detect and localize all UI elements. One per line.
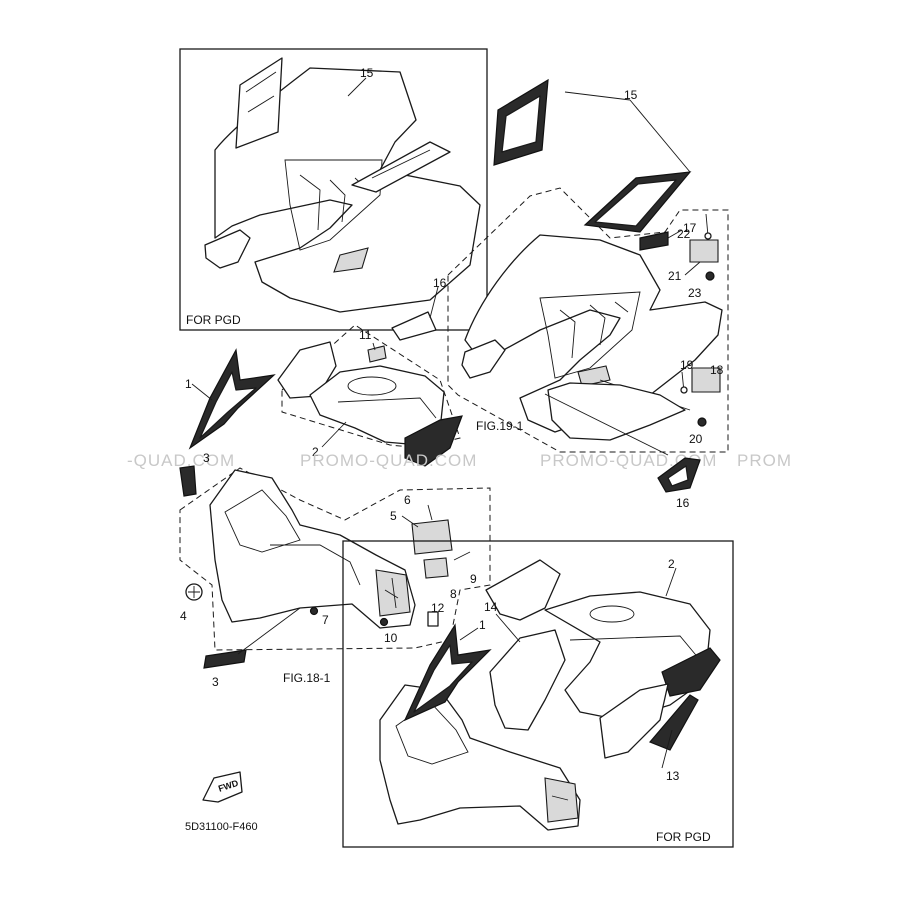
watermark-band: -QUAD.COM PROMO-QUAD.COM PROMO-QUAD.COM … bbox=[127, 451, 792, 470]
callout-4: 4 bbox=[180, 609, 187, 623]
watermark-segment-2: PROMO-QUAD.COM bbox=[300, 451, 477, 470]
callout-2-lower: 2 bbox=[668, 557, 675, 571]
callout-3-lower: 3 bbox=[212, 675, 219, 689]
pgd-box-bottom-right: 1 2 14 13 FOR PGD bbox=[342, 540, 734, 848]
fig-18-ref: FIG.18-1 bbox=[283, 671, 331, 685]
callout-21: 21 bbox=[668, 269, 682, 283]
callout-16-lower: 16 bbox=[676, 496, 690, 510]
callout-15-right: 15 bbox=[624, 88, 638, 102]
part-16-lower: 16 bbox=[657, 457, 701, 510]
diagram-code: 5D31100-F460 bbox=[185, 821, 258, 833]
callout-7: 7 bbox=[322, 613, 329, 627]
callout-3-upper: 3 bbox=[203, 451, 210, 465]
callout-1-upper: 1 bbox=[185, 377, 192, 391]
callout-8: 8 bbox=[450, 587, 457, 601]
callout-14: 14 bbox=[484, 600, 498, 614]
callout-12: 12 bbox=[431, 601, 445, 615]
callout-11: 11 bbox=[359, 328, 372, 342]
fwd-indicator: FWD bbox=[202, 771, 243, 803]
callout-13: 13 bbox=[666, 769, 680, 783]
fig-19-ref: FIG.19-1 bbox=[476, 419, 524, 433]
seat-assembly-group: 15 16 17 21 22 23 18 19 20 FIG.19-1 bbox=[391, 78, 729, 456]
callout-16-upper: 16 bbox=[433, 276, 447, 290]
callout-15-top-left: 15 bbox=[360, 66, 374, 80]
callout-18: 18 bbox=[710, 363, 724, 377]
callout-23: 23 bbox=[688, 286, 702, 300]
callout-22: 22 bbox=[677, 227, 691, 241]
watermark-segment-1: -QUAD.COM bbox=[127, 451, 235, 470]
pgd-box-top-left: FOR PGD 15 bbox=[179, 48, 488, 331]
watermark-segment-3: PROMO-QUAD.COM bbox=[540, 451, 717, 470]
decal-1-upper: 1 bbox=[185, 348, 276, 450]
callout-17: 17 bbox=[683, 221, 697, 235]
callout-5: 5 bbox=[390, 509, 397, 523]
callout-2-upper: 2 bbox=[312, 445, 319, 459]
pgd-label-top-left: FOR PGD bbox=[186, 313, 241, 327]
pgd-label-bottom-right: FOR PGD bbox=[656, 830, 711, 844]
callout-9: 9 bbox=[470, 572, 477, 586]
callout-6: 6 bbox=[404, 493, 411, 507]
callout-1-lower: 1 bbox=[479, 618, 486, 632]
tank-cover-group: 11 2 bbox=[277, 324, 463, 467]
watermark-segment-4: PROM bbox=[737, 451, 792, 470]
callout-10: 10 bbox=[384, 631, 398, 645]
callout-19: 19 bbox=[680, 358, 694, 372]
callout-20: 20 bbox=[689, 432, 703, 446]
front-fender-group: 3 4 5 6 8 9 7 10 12 3 FIG.18-1 bbox=[179, 451, 491, 689]
